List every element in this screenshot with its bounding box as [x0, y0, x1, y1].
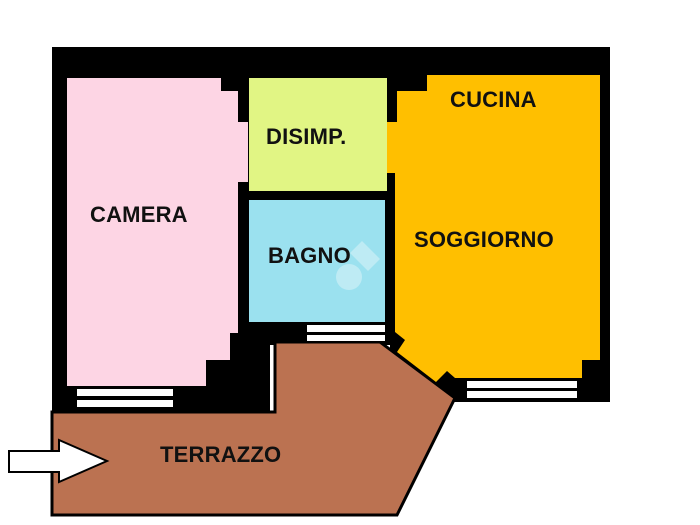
window-soggiorno [467, 381, 577, 398]
cucina-soggiorno-area [387, 75, 600, 382]
window-camera [77, 389, 173, 407]
entrance-arrow-icon [8, 438, 110, 484]
terrazzo-area [50, 340, 457, 517]
room-label-bagno: BAGNO [268, 243, 351, 268]
room-label-camera: CAMERA [90, 202, 188, 227]
window-bagno [307, 325, 385, 341]
watermark-icon [336, 241, 380, 290]
camera-area [67, 78, 248, 386]
room-label-terrazzo: TERRAZZO [160, 442, 282, 467]
room-label-disimpegno: DISIMP. [266, 124, 347, 149]
room-label-soggiorno: SOGGIORNO [414, 227, 554, 252]
bagno-area [249, 200, 385, 322]
disimpegno-area [249, 78, 387, 191]
room-label-cucina: CUCINA [450, 87, 537, 112]
